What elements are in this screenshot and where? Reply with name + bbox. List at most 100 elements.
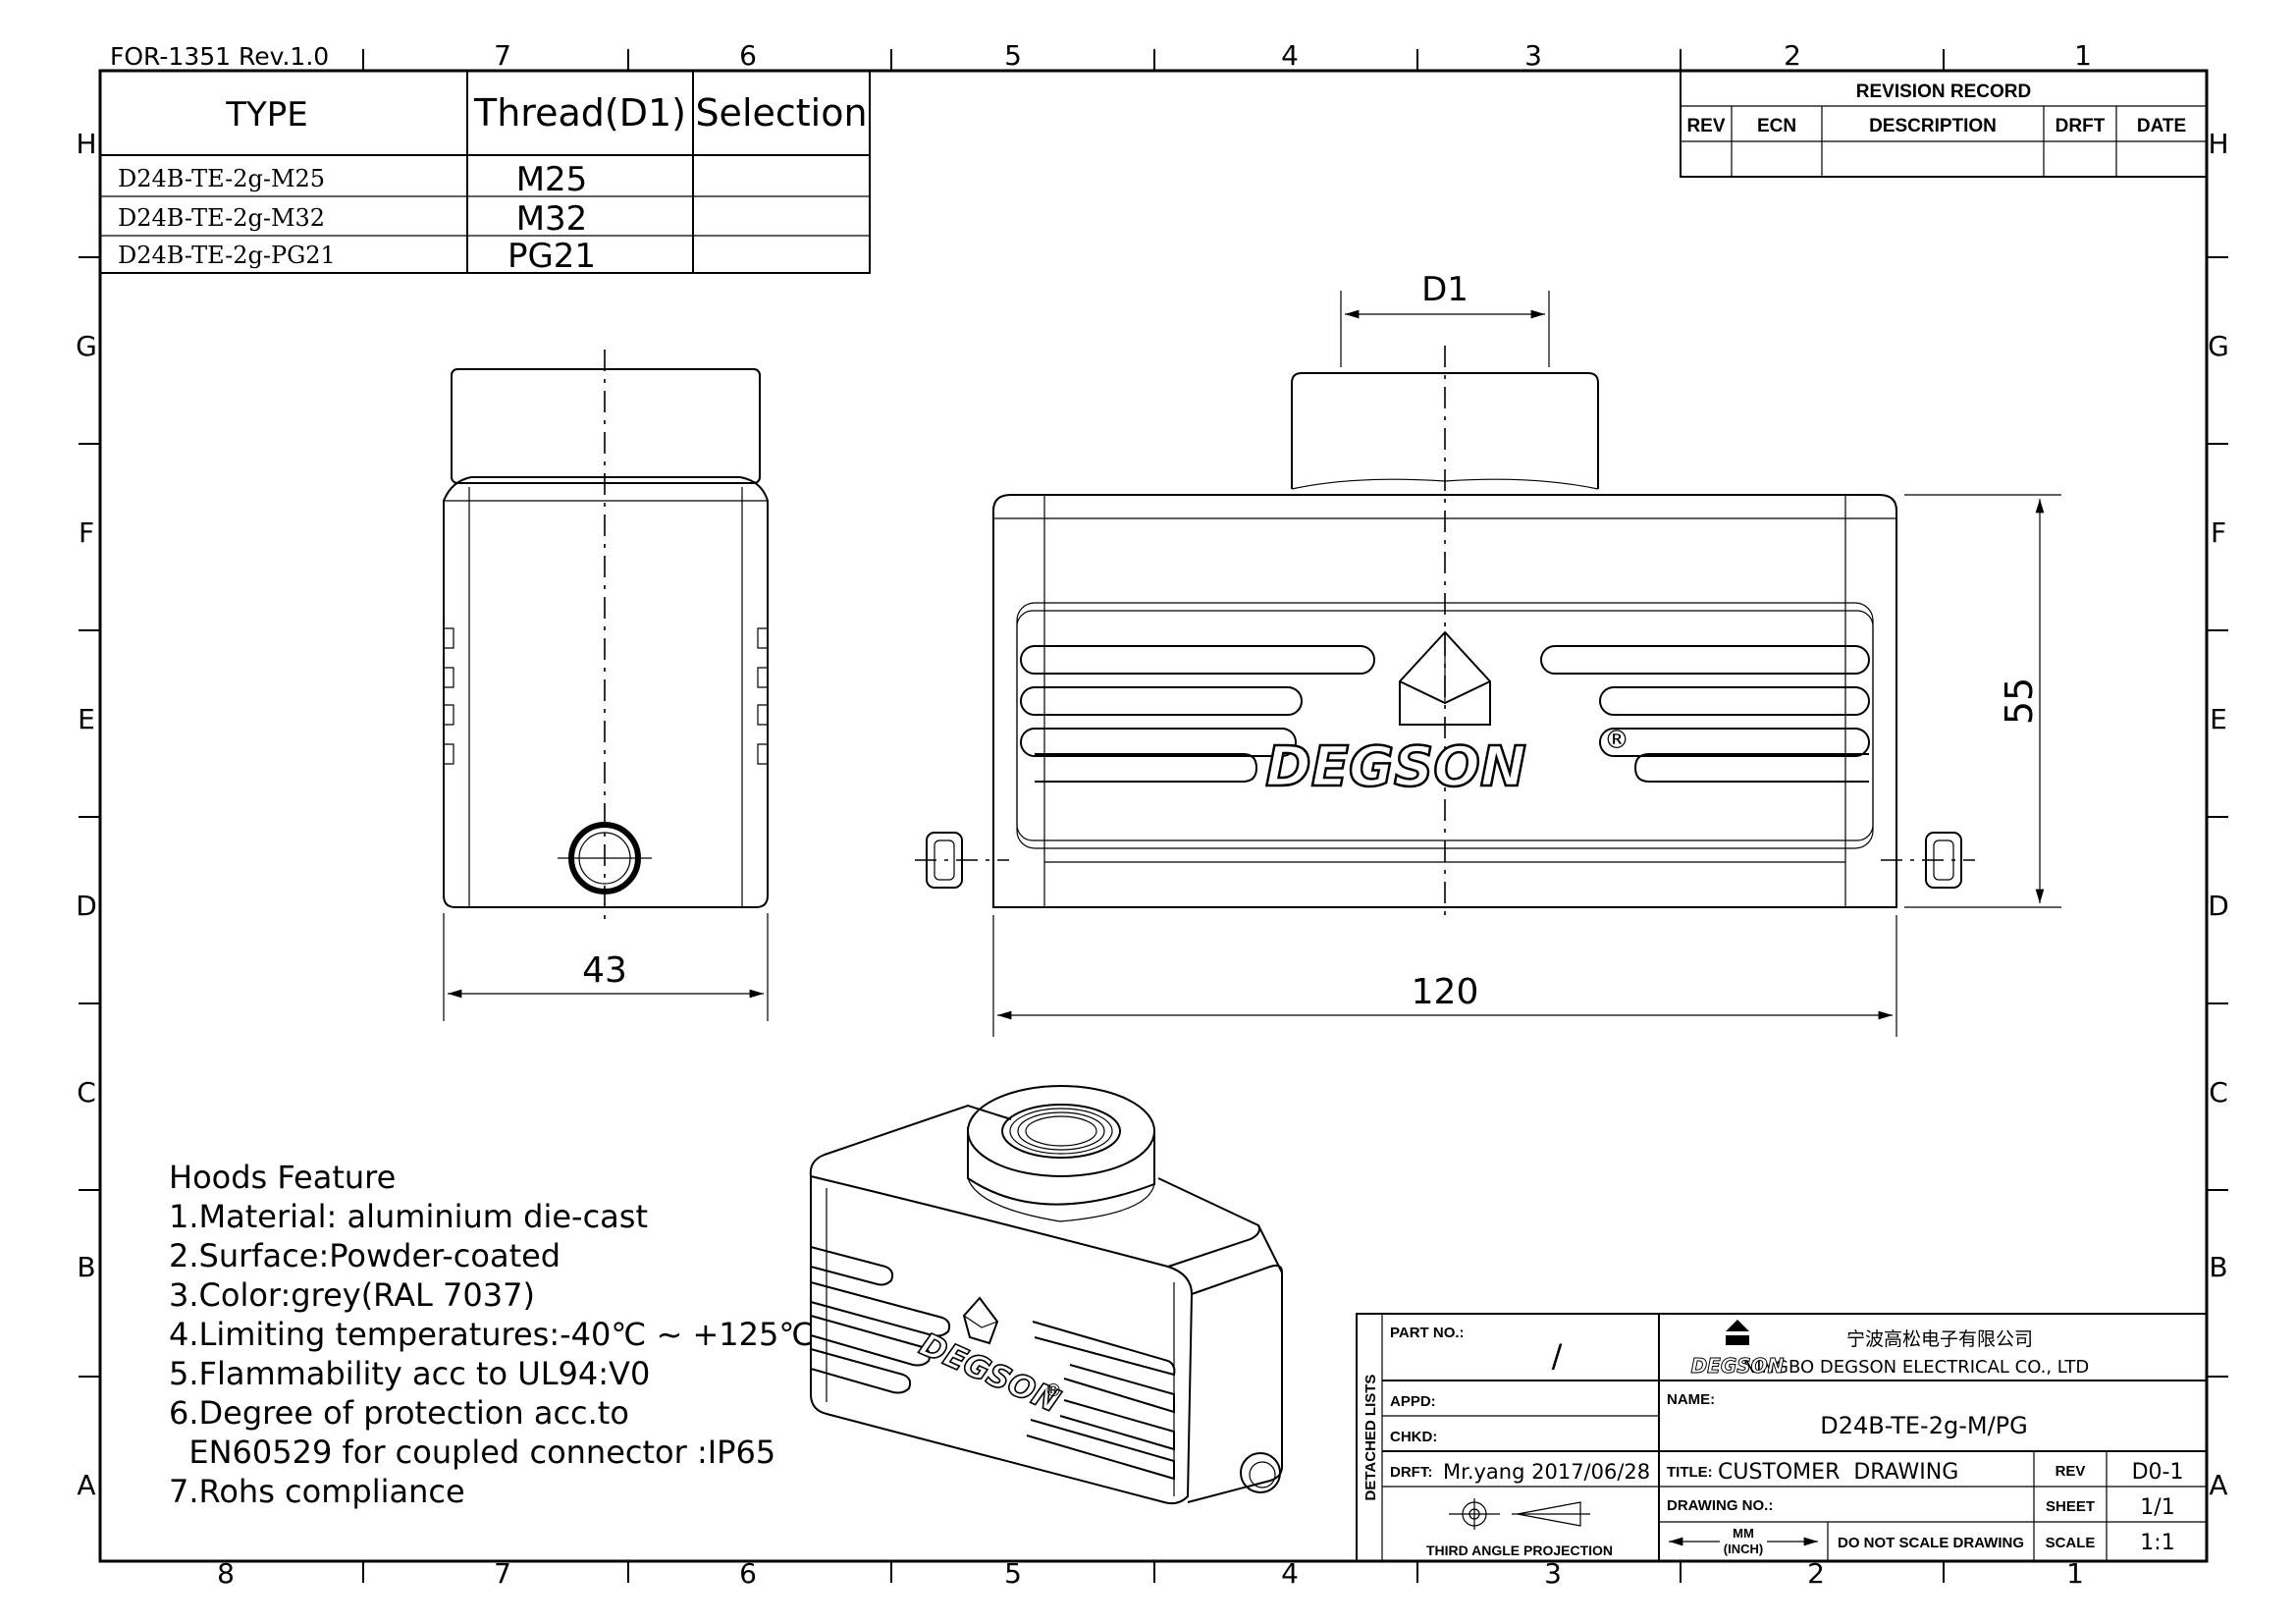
zone-row-label: G bbox=[2208, 330, 2229, 362]
name-label: NAME: bbox=[1667, 1391, 1715, 1408]
side-view bbox=[443, 350, 769, 1021]
rev-label: REV bbox=[2056, 1463, 2086, 1480]
zone-row-label: C bbox=[77, 1076, 96, 1109]
sheet-label: SHEET bbox=[2046, 1498, 2095, 1515]
zone-col-label: 3 bbox=[1544, 1557, 1562, 1590]
part-no-value: / bbox=[1552, 1337, 1563, 1375]
feature-item: 6.Degree of protection acc.to bbox=[169, 1394, 629, 1432]
zone-row-label: E bbox=[78, 703, 95, 735]
scale-label: SCALE bbox=[2046, 1535, 2096, 1551]
zone-ticks-left bbox=[79, 256, 100, 1378]
zone-col-label: 3 bbox=[1524, 39, 1542, 72]
front-view bbox=[915, 291, 2061, 1037]
thread-cell: M32 bbox=[516, 199, 588, 239]
detached-lists-label: DETACHED LISTS bbox=[1362, 1375, 1379, 1501]
company-name-en: NINGBO DEGSON ELECTRICAL CO., LTD bbox=[1743, 1357, 2089, 1378]
dim-d1: D1 bbox=[1421, 270, 1468, 309]
rev-col-header: REV bbox=[1686, 116, 1725, 136]
zone-row-label: F bbox=[79, 516, 94, 549]
type-table: TYPE Thread(D1) Selection D24B-TE-2g-M25… bbox=[99, 70, 871, 276]
title-value: CUSTOMER DRAWING bbox=[1718, 1460, 1958, 1485]
zone-labels-left: H G F E D C B A bbox=[76, 128, 97, 1501]
appd-label: APPD: bbox=[1390, 1393, 1436, 1410]
no-scale-note: DO NOT SCALE DRAWING bbox=[1838, 1535, 2024, 1551]
company-logo-text: DEGSON bbox=[1691, 1354, 1785, 1378]
zone-labels-right: H G F E D C B A bbox=[2208, 128, 2229, 1501]
drft-label: DRFT: bbox=[1390, 1464, 1432, 1481]
zone-col-label: 7 bbox=[494, 1557, 511, 1590]
projection-label: THIRD ANGLE PROJECTION bbox=[1426, 1543, 1613, 1558]
zone-row-label: A bbox=[2209, 1469, 2227, 1501]
zone-row-label: D bbox=[2208, 890, 2229, 922]
type-cell: D24B-TE-2g-M32 bbox=[118, 204, 325, 232]
dim-height: 55 bbox=[1998, 677, 2041, 725]
part-no-label: PART NO.: bbox=[1390, 1325, 1465, 1341]
brand-registered-mark: ® bbox=[1604, 726, 1629, 755]
zone-col-label: 5 bbox=[1004, 39, 1022, 72]
type-cell: D24B-TE-2g-PG21 bbox=[118, 242, 336, 269]
revision-title: REVISION RECORD bbox=[1856, 81, 2031, 102]
third-angle-projection-icon bbox=[1449, 1498, 1590, 1530]
scale-value: 1:1 bbox=[2140, 1531, 2174, 1555]
zone-col-label: 1 bbox=[2074, 39, 2092, 72]
units-inch: (INCH) bbox=[1724, 1542, 1763, 1556]
dim-front-width: 120 bbox=[1412, 972, 1479, 1012]
type-header: TYPE bbox=[225, 95, 308, 135]
feature-item: EN60529 for coupled connector :IP65 bbox=[169, 1434, 775, 1471]
chkd-label: CHKD: bbox=[1390, 1429, 1437, 1445]
zone-col-label: 6 bbox=[739, 39, 757, 72]
title-block bbox=[1356, 1313, 2208, 1562]
units-mm: MM bbox=[1733, 1526, 1754, 1541]
sheet-value: 1/1 bbox=[2140, 1495, 2174, 1520]
feature-item: 1.Material: aluminium die-cast bbox=[169, 1198, 648, 1235]
zone-col-label: 4 bbox=[1281, 39, 1299, 72]
thread-header: Thread(D1) bbox=[473, 91, 686, 135]
drft-value: Mr.yang 2017/06/28 bbox=[1443, 1460, 1650, 1484]
zone-row-label: C bbox=[2209, 1076, 2228, 1109]
zone-row-label: B bbox=[2209, 1251, 2227, 1283]
dim-side-width: 43 bbox=[582, 950, 627, 991]
zone-col-label: 6 bbox=[739, 1557, 757, 1590]
feature-item: 4.Limiting temperatures:-40℃ ~ +125℃ bbox=[169, 1316, 814, 1353]
feature-item: 5.Flammability acc to UL94:V0 bbox=[169, 1355, 650, 1392]
features-title: Hoods Feature bbox=[169, 1159, 396, 1196]
zone-row-label: D bbox=[76, 890, 97, 922]
zone-col-label: 4 bbox=[1281, 1557, 1299, 1590]
thread-cell: M25 bbox=[516, 160, 588, 199]
selection-header: Selection bbox=[695, 91, 867, 135]
feature-item: 7.Rohs compliance bbox=[169, 1473, 465, 1510]
zone-ticks-right bbox=[2207, 256, 2228, 1378]
zone-col-label: 5 bbox=[1004, 1557, 1022, 1590]
company-logo-icon bbox=[1726, 1320, 1749, 1345]
zone-col-label: 2 bbox=[1784, 39, 1801, 72]
zone-row-label: H bbox=[2208, 128, 2228, 160]
rev-value: D0-1 bbox=[2132, 1460, 2184, 1485]
title-label: TITLE: bbox=[1667, 1464, 1713, 1481]
brand-logo-text: DEGSON bbox=[1265, 735, 1526, 799]
date-col-header: DATE bbox=[2137, 116, 2186, 136]
company-name-cn: 宁波高松电子有限公司 bbox=[1846, 1328, 2033, 1350]
iso-registered-mark: ® bbox=[1044, 1380, 1062, 1401]
zone-col-label: 8 bbox=[217, 1557, 235, 1590]
zone-labels-top: 7 6 5 4 3 2 1 bbox=[494, 39, 2092, 72]
zone-row-label: H bbox=[76, 128, 96, 160]
name-value: D24B-TE-2g-M/PG bbox=[1820, 1412, 2027, 1439]
feature-item: 2.Surface:Powder-coated bbox=[169, 1237, 561, 1274]
zone-col-label: 7 bbox=[494, 39, 511, 72]
drft-col-header: DRFT bbox=[2056, 116, 2106, 136]
zone-row-label: E bbox=[2210, 703, 2227, 735]
zone-row-label: A bbox=[77, 1469, 95, 1501]
zone-col-label: 2 bbox=[1807, 1557, 1825, 1590]
zone-row-label: G bbox=[76, 330, 97, 362]
revision-record-table: REVISION RECORD REV ECN DESCRIPTION DRFT… bbox=[1680, 70, 2208, 178]
zone-row-label: B bbox=[77, 1251, 95, 1283]
zone-row-label: F bbox=[2211, 516, 2226, 549]
isometric-view bbox=[809, 1085, 1283, 1505]
drawing-no-label: DRAWING NO.: bbox=[1667, 1497, 1773, 1514]
zone-ticks-bottom bbox=[362, 1561, 1945, 1583]
zone-labels-bottom: 8 7 6 5 4 3 2 1 bbox=[217, 1557, 2084, 1590]
feature-item: 3.Color:grey(RAL 7037) bbox=[169, 1276, 535, 1314]
zone-col-label: 1 bbox=[2066, 1557, 2084, 1590]
form-id: FOR-1351 Rev.1.0 bbox=[110, 42, 329, 71]
